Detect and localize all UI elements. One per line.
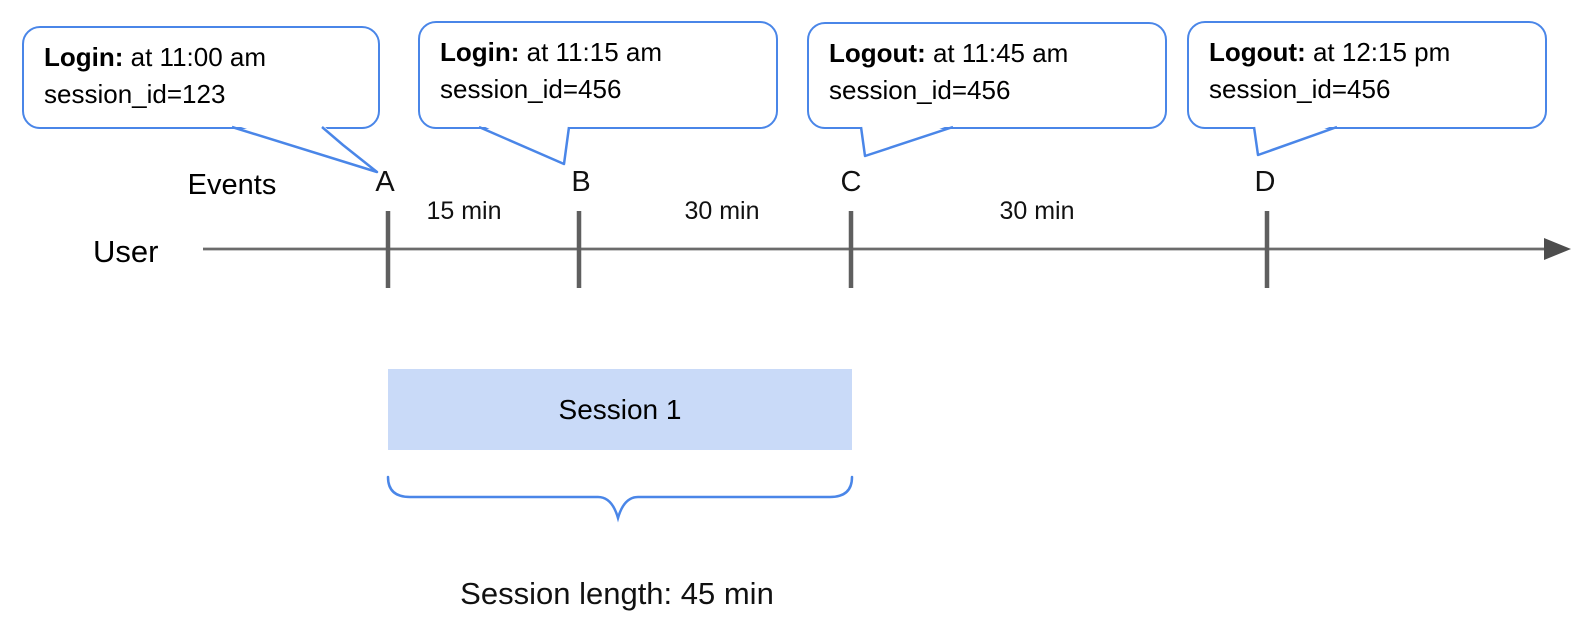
callout-event-type: Login: bbox=[440, 37, 520, 67]
callout-logout-c: Logout: at 11:45 am session_id=456 bbox=[807, 22, 1167, 129]
callout-event-time: at 11:00 am bbox=[123, 42, 267, 72]
callout-session-id: session_id=123 bbox=[44, 79, 226, 109]
callout-a-tail bbox=[231, 124, 379, 174]
session-bar-label: Session 1 bbox=[558, 393, 682, 425]
marker-b: B bbox=[571, 166, 591, 198]
callout-line-1: Logout: at 11:45 am bbox=[829, 35, 1165, 72]
timeline-arrowhead-icon bbox=[1544, 238, 1571, 260]
user-label: User bbox=[93, 234, 159, 269]
marker-d: D bbox=[1254, 166, 1276, 198]
callout-session-id: session_id=456 bbox=[829, 75, 1011, 105]
callout-line-1: Login: at 11:00 am bbox=[44, 39, 378, 76]
callout-event-type: Login: bbox=[44, 42, 124, 72]
callout-b-tail bbox=[478, 124, 571, 166]
callout-login-a: Login: at 11:00 am session_id=123 bbox=[22, 26, 380, 129]
callout-line-1: Login: at 11:15 am bbox=[440, 34, 776, 71]
callout-login-b: Login: at 11:15 am session_id=456 bbox=[418, 21, 778, 129]
callout-logout-d: Logout: at 12:15 pm session_id=456 bbox=[1187, 21, 1547, 129]
marker-c: C bbox=[840, 166, 862, 198]
interval-b-c: 30 min bbox=[684, 197, 760, 225]
interval-c-d: 30 min bbox=[999, 197, 1075, 225]
callout-event-time: at 12:15 pm bbox=[1305, 37, 1451, 67]
callout-session-id: session_id=456 bbox=[1209, 74, 1391, 104]
callout-event-type: Logout: bbox=[1209, 37, 1306, 67]
session-brace bbox=[386, 475, 854, 523]
marker-a: A bbox=[375, 166, 395, 198]
session-length-label: Session length: 45 min bbox=[460, 576, 774, 611]
callout-session-id: session_id=456 bbox=[440, 74, 622, 104]
session-bar: Session 1 bbox=[388, 369, 852, 450]
callout-event-time: at 11:45 am bbox=[925, 38, 1069, 68]
callout-event-type: Logout: bbox=[829, 38, 926, 68]
callout-event-time: at 11:15 am bbox=[519, 37, 663, 67]
callout-line-1: Logout: at 12:15 pm bbox=[1209, 34, 1545, 71]
interval-a-b: 15 min bbox=[426, 197, 502, 225]
events-label: Events bbox=[187, 169, 277, 201]
